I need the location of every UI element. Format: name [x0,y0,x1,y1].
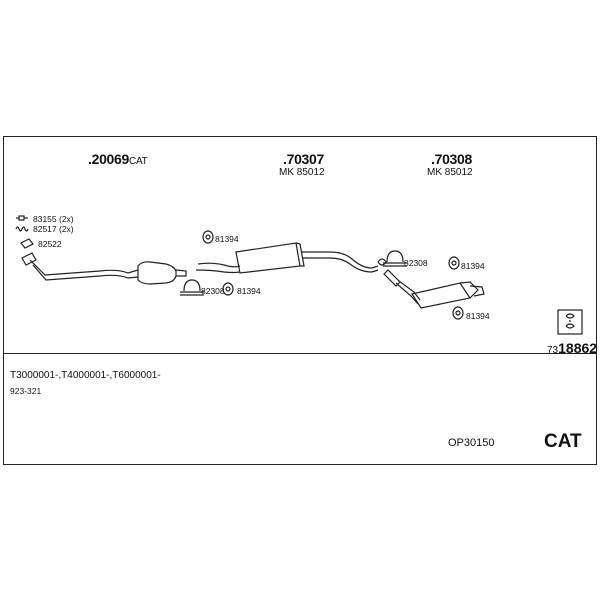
part-suffix-catalyst: CAT [129,156,148,167]
system-code: OP30150 [448,437,495,449]
label-83155: 83155 (2x) [33,214,74,224]
rear-silencer [383,269,485,309]
misc-part-number: 18862 [558,340,598,356]
mounting-kit-middle: MK 85012 [279,167,325,178]
bolt-icon [16,215,28,221]
cat-label: CAT [544,431,582,452]
flange-gasket-icon [20,238,34,249]
label-82308-b: 82308 [404,258,428,268]
diagram-frame [3,136,597,465]
label-81394-a: 81394 [215,234,239,244]
hanger-rubber-icon-a [202,230,214,244]
part-number-middle-silencer: .70307 [283,151,325,167]
hanger-rubber-icon-c [448,256,460,270]
misc-part-prefix: 73 [547,345,559,356]
part-label-catalyst: .20069CAT [88,151,148,167]
label-82517: 82517 (2x) [33,224,74,234]
middle-silencer [195,242,387,274]
label-82522: 82522 [38,239,62,249]
model-range: T3000001-,T4000001-,T6000001- [10,370,161,381]
part-number-catalyst: .20069 [88,151,130,167]
label-81394-d: 81394 [466,311,490,321]
misc-part-label: 7318862 [547,340,597,358]
label-81394-c: 81394 [461,261,485,271]
year-range: 923-321 [10,386,42,396]
hanger-rubber-icon-b [222,282,234,296]
frame-divider [4,353,596,354]
clamp-icon-b [383,250,407,267]
spring-icon [15,226,29,232]
part-number-rear-silencer: .70308 [431,151,473,167]
front-pipe-with-catalyst [21,252,187,285]
label-81394-b: 81394 [237,286,261,296]
clamp-icon-a [180,279,204,296]
label-82308-a: 82308 [201,286,225,296]
misc-part-icon [557,309,583,335]
hanger-rubber-icon-d [452,306,464,320]
mounting-kit-rear: MK 85012 [427,167,473,178]
